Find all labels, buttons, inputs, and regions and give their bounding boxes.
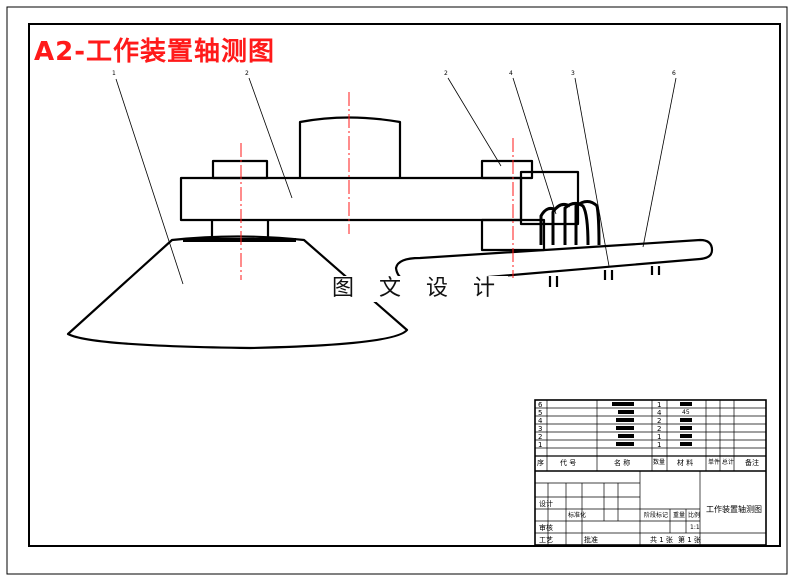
- label-stage: 阶段标记: [644, 512, 669, 519]
- label-designer: 设计: [539, 500, 553, 508]
- parts-row-no: 1: [538, 441, 543, 449]
- upper-cylinder: [298, 116, 402, 178]
- redacted-cell: [616, 426, 634, 430]
- redacted-cell: [616, 418, 634, 422]
- header-qty: 数量: [653, 459, 666, 466]
- right-block: [519, 170, 580, 226]
- inner-frame: [28, 23, 781, 547]
- redacted-cell: [618, 434, 634, 438]
- balloon-3: 2: [444, 70, 448, 77]
- right-boss: [480, 159, 534, 180]
- balloon-4: 4: [509, 70, 513, 77]
- parts-row-qty: 2: [657, 417, 662, 425]
- header-no: 序: [537, 459, 544, 467]
- redacted-cell: [680, 402, 692, 406]
- header-material: 材 料: [677, 459, 694, 467]
- outer-border: [6, 6, 788, 575]
- label-weight: 重量: [673, 512, 686, 519]
- redacted-cell: [680, 442, 692, 446]
- redacted-cell: [680, 418, 692, 422]
- label-approve: 批准: [584, 536, 598, 544]
- redacted-cell: [680, 426, 692, 430]
- parts-row-qty: 2: [657, 425, 662, 433]
- label-standard: 标准化: [568, 512, 587, 519]
- parts-row-no: 5: [538, 409, 543, 417]
- drawing-name: 工作装置轴测图: [706, 505, 762, 514]
- parts-row-no: 4: [538, 417, 543, 425]
- part-views: [66, 116, 714, 350]
- header-code: 代 号: [560, 459, 577, 467]
- label-sheet-no: 第 1 张: [678, 536, 701, 544]
- parts-row-qty: 1: [657, 433, 662, 441]
- balloon-2: 2: [245, 70, 249, 77]
- watermark: 图 文 设 计: [328, 276, 508, 302]
- parts-row-no: 6: [538, 401, 543, 409]
- drawing-title: A2-工作装置轴测图: [34, 37, 276, 67]
- cone: [66, 235, 409, 350]
- center-lines: [240, 92, 514, 280]
- label-checker: 审核: [539, 524, 553, 532]
- pin: [210, 220, 270, 238]
- redacted-cell: [618, 410, 634, 414]
- leader-lines: [115, 77, 677, 285]
- parts-row-note: 45: [682, 409, 690, 416]
- main-beam: [179, 176, 523, 222]
- left-boss: [211, 159, 269, 180]
- header-note: 备注: [745, 459, 759, 467]
- parts-row-qty: 4: [657, 409, 662, 417]
- label-process: 工艺: [539, 536, 553, 544]
- label-sheets: 共 1 张: [650, 536, 673, 544]
- hook-4: [574, 200, 601, 246]
- hook-3: [563, 201, 590, 246]
- title-block: [534, 399, 767, 546]
- redacted-cell: [612, 402, 634, 406]
- parts-row-qty: 1: [657, 401, 662, 409]
- parts-row-qty: 1: [657, 441, 662, 449]
- parts-row-no: 2: [538, 433, 543, 441]
- parts-row-no: 3: [538, 425, 543, 433]
- balloon-6: 6: [672, 70, 676, 77]
- label-scale: 比例: [688, 512, 701, 519]
- redacted-cell: [616, 442, 634, 446]
- header-name: 名 称: [614, 459, 631, 467]
- redacted-cell: [680, 434, 692, 438]
- balloon-1: 1: [112, 70, 116, 77]
- header-weight: 单件 总计: [708, 459, 734, 466]
- scale-value: 1:1: [690, 524, 700, 531]
- balloon-5: 3: [571, 70, 575, 77]
